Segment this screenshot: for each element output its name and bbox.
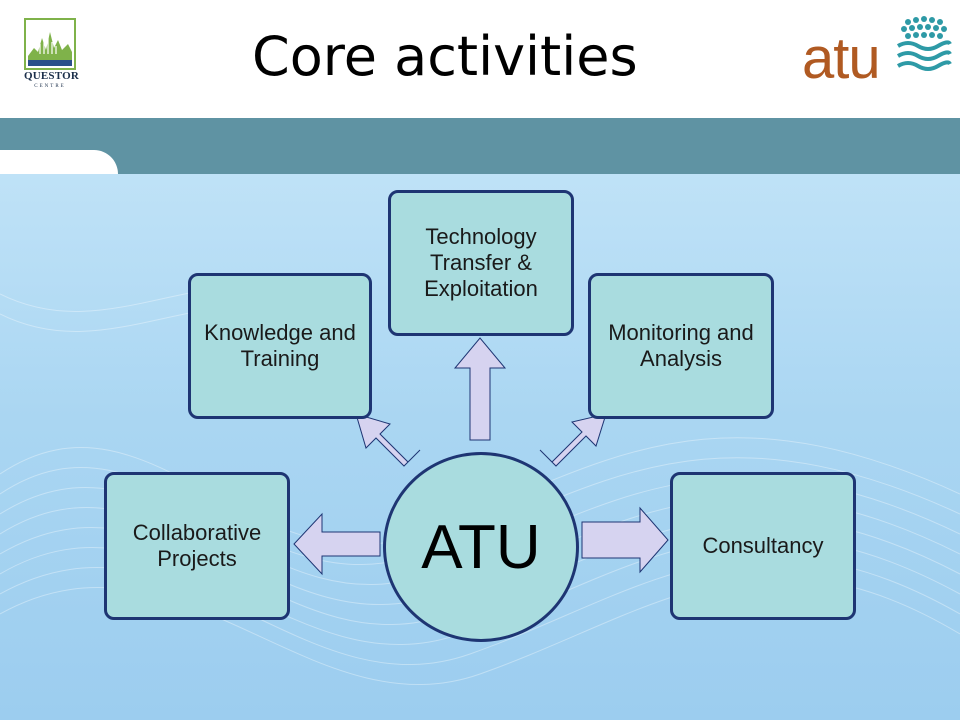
node-monitoring-analysis: Monitoring and Analysis	[588, 273, 774, 419]
arrow-up-right	[539, 413, 607, 467]
node-collaborative-projects-label: Collaborative Projects	[132, 520, 262, 571]
atu-logo-icon	[896, 16, 952, 71]
node-technology-transfer-label: Technology Transfer & Exploitation	[424, 224, 538, 301]
node-knowledge-training: Knowledge and Training	[188, 273, 372, 419]
arrow-up	[453, 337, 507, 441]
atu-logo-name: atu	[802, 26, 881, 91]
questor-logo-sub: CENTRE	[34, 84, 66, 89]
arrow-right	[581, 506, 669, 574]
arrow-up-left	[355, 413, 421, 467]
page-title: Core activities	[252, 25, 638, 88]
slide-header: QUESTOR CENTRE Core activities atu	[0, 0, 960, 118]
node-consultancy-label: Consultancy	[702, 533, 824, 558]
node-knowledge-training-label: Knowledge and Training	[204, 320, 356, 371]
arrow-left	[293, 512, 381, 576]
questor-logo-icon	[24, 18, 76, 70]
node-consultancy: Consultancy	[670, 472, 856, 620]
center-node-atu: ATU	[383, 452, 579, 642]
questor-logo: QUESTOR CENTRE	[24, 18, 79, 100]
header-band-notch	[0, 150, 118, 174]
node-collaborative-projects: Collaborative Projects	[104, 472, 290, 620]
center-node-label: ATU	[421, 512, 541, 582]
questor-logo-name: QUESTOR	[24, 70, 79, 82]
node-monitoring-analysis-label: Monitoring and Analysis	[608, 320, 754, 371]
node-technology-transfer: Technology Transfer & Exploitation	[388, 190, 574, 336]
atu-logo: atu	[802, 14, 952, 94]
header-band	[0, 118, 960, 174]
